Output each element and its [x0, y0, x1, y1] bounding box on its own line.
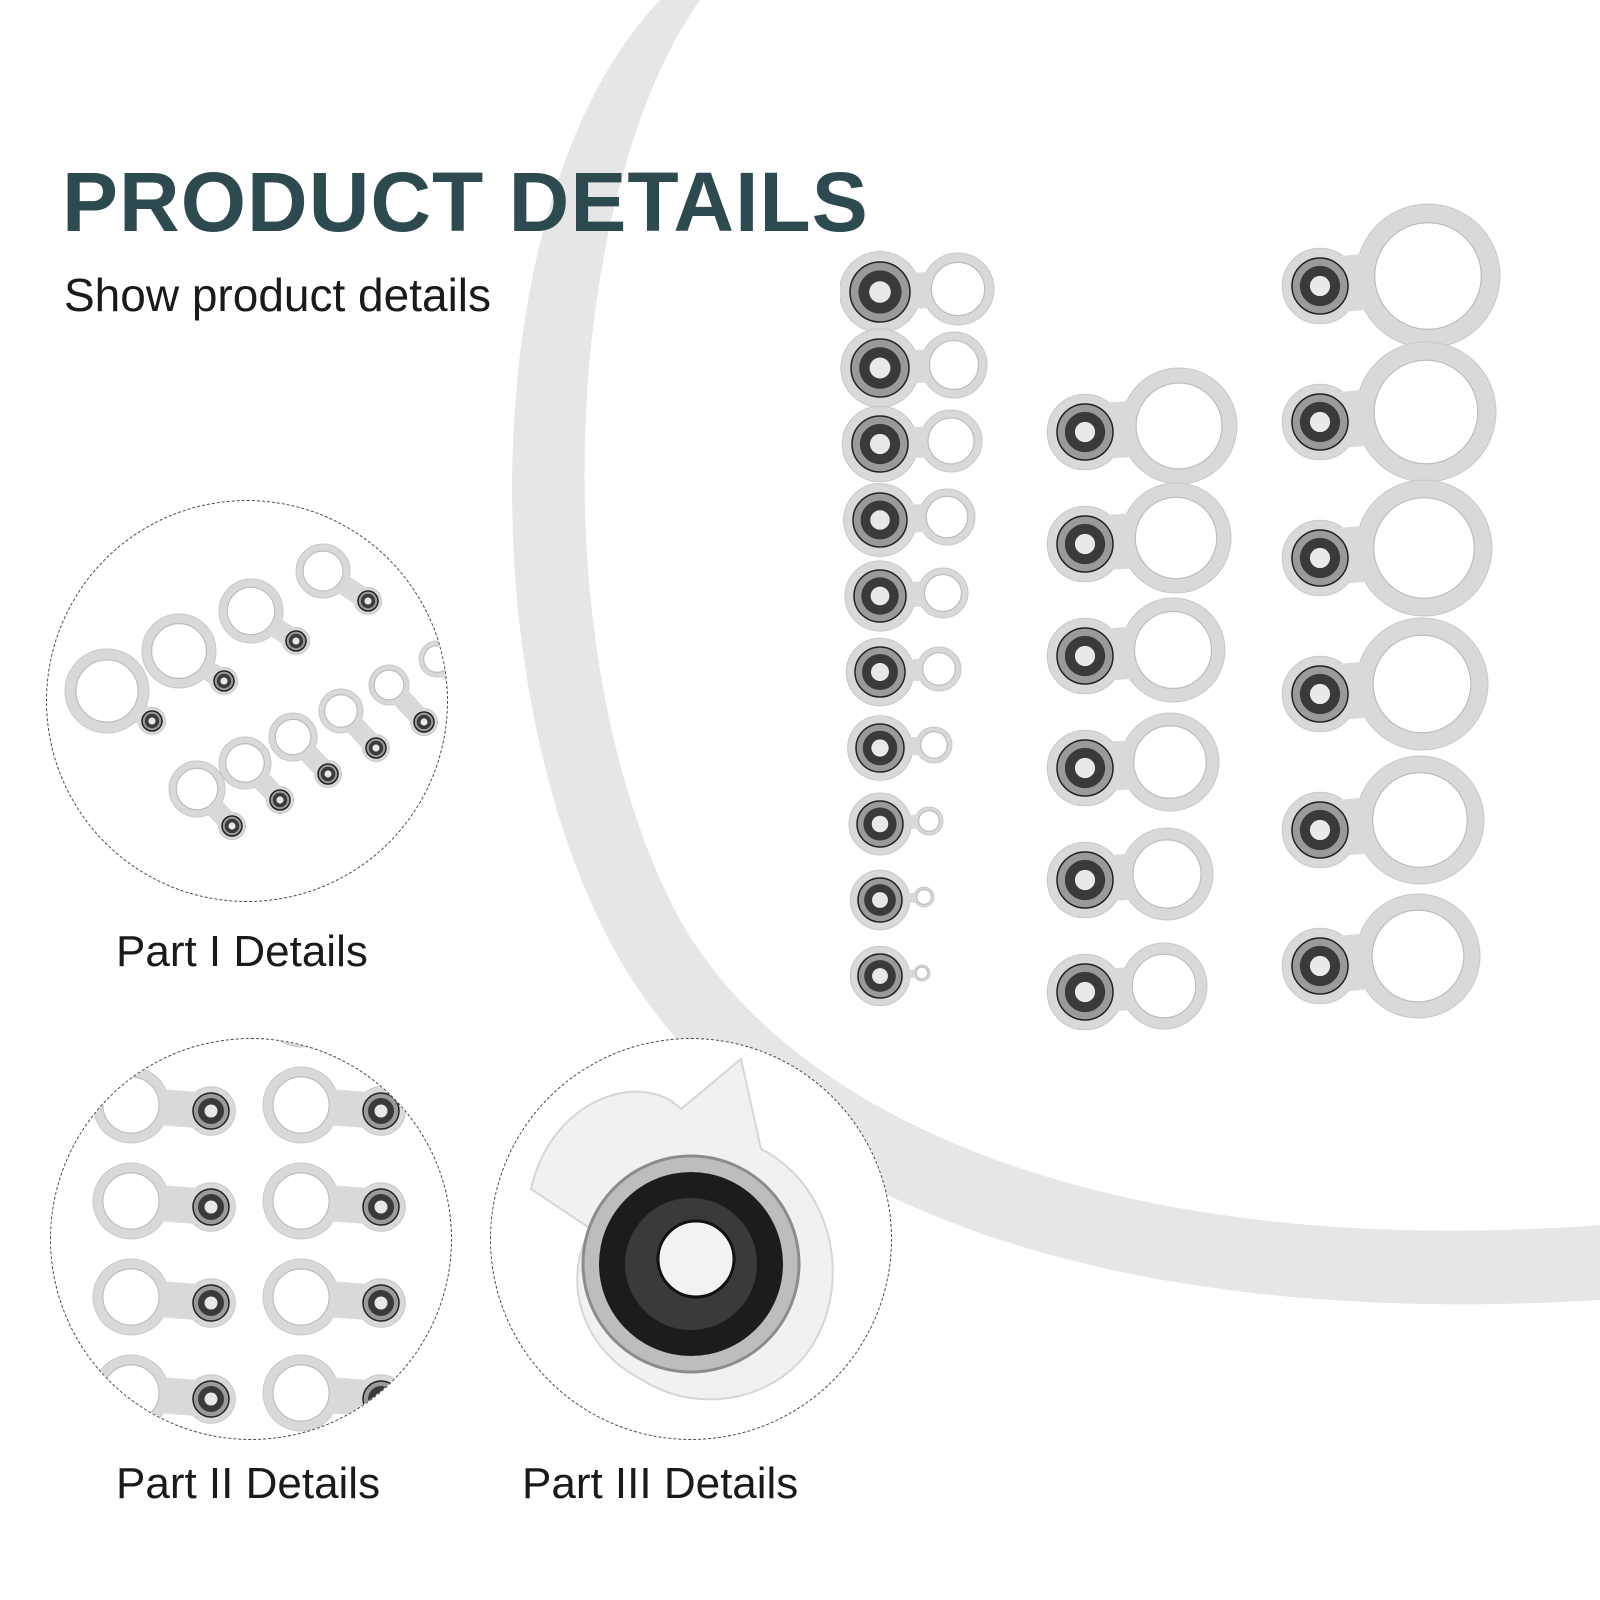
- guide-ring-piece: [1281, 479, 1493, 617]
- guide-ring-piece: [1281, 893, 1481, 1019]
- guide-ring-piece: [848, 792, 944, 856]
- guide-ring-piece: [268, 712, 342, 788]
- guide-ring-piece: [218, 736, 294, 814]
- page-subtitle: Show product details: [64, 269, 492, 321]
- guide-ring-piece: [295, 543, 382, 615]
- guide-ring-piece: [168, 760, 246, 840]
- guide-ring-piece: [849, 945, 931, 1007]
- guide-ring-piece: [418, 640, 447, 683]
- guide-ring-piece: [92, 1258, 236, 1336]
- guide-ring-piece: [92, 1354, 236, 1432]
- guide-ring-piece: [1046, 482, 1232, 594]
- guide-ring-piece: [840, 251, 995, 333]
- guide-ring-piece: [368, 664, 438, 736]
- guide-ring-piece: [1281, 203, 1501, 349]
- guide-ring-piece: [844, 560, 969, 632]
- detail-image-part-2: [92, 1039, 406, 1432]
- caption-part-3: Part III Details: [522, 1459, 799, 1508]
- guide-ring-piece: [262, 1162, 406, 1240]
- page-title: PRODUCT DETAILS: [62, 155, 869, 249]
- guide-ring-piece: [141, 613, 238, 695]
- detail-circle-part-1: [46, 500, 448, 902]
- guide-ring-piece: [1046, 597, 1226, 703]
- detail-circle-part-3: [490, 1038, 892, 1440]
- detail-image-part-3: [529, 1057, 834, 1401]
- detail-image-part-1: [64, 508, 447, 840]
- guide-ring-piece: [262, 1258, 406, 1336]
- guide-ring-piece: [92, 1162, 236, 1240]
- guide-ring-piece: [847, 715, 953, 781]
- guide-ring-piece: [1046, 367, 1238, 485]
- guide-ring-piece: [1046, 942, 1208, 1031]
- caption-part-2: Part II Details: [116, 1459, 381, 1508]
- guide-ring-piece: [92, 1066, 236, 1144]
- guide-ring-piece: [1046, 712, 1220, 812]
- guide-ring-piece: [845, 637, 962, 707]
- guide-ring-piece: [218, 578, 310, 655]
- detail-circle-part-2: [50, 1038, 452, 1440]
- guide-ring-piece: [841, 405, 983, 483]
- guide-ring-piece: [1281, 341, 1497, 483]
- guide-ring-piece: [64, 648, 166, 735]
- guide-ring-piece: [318, 688, 390, 762]
- guide-ring-piece: [849, 869, 935, 931]
- caption-part-1: Part I Details: [116, 927, 368, 976]
- guide-ring-piece: [262, 1066, 406, 1144]
- guide-ring-piece: [840, 328, 988, 408]
- guide-ring-piece: [843, 483, 976, 557]
- guide-ring-piece: [1281, 755, 1485, 885]
- guide-ring-piece: [1046, 827, 1214, 921]
- product-photo: [840, 203, 1501, 1031]
- guide-ring-macro: [529, 1057, 834, 1401]
- guide-ring-piece: [1281, 617, 1489, 751]
